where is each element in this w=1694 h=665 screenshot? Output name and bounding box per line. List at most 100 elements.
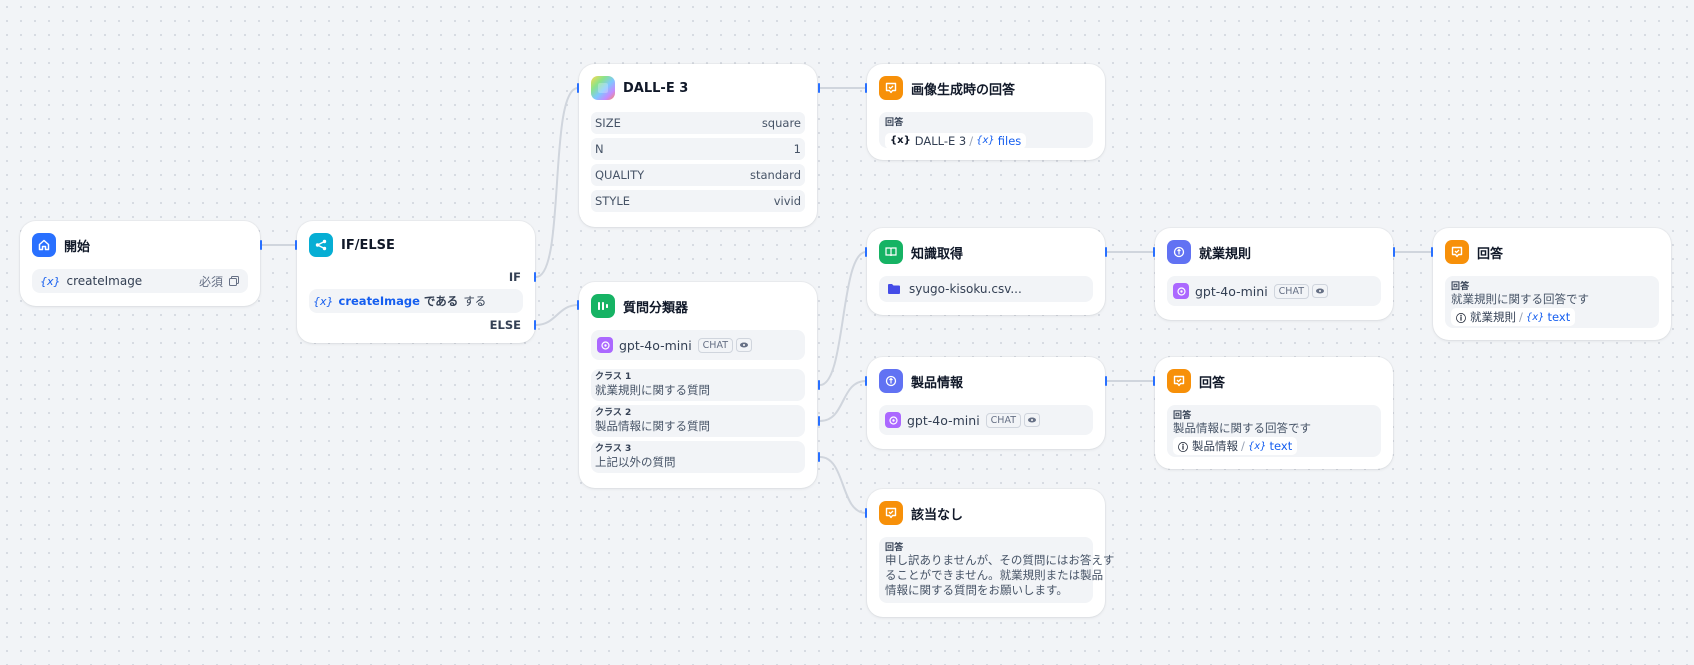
node-title: 回答	[1477, 246, 1504, 262]
dalle-icon	[591, 76, 615, 100]
class-item-1[interactable]: クラス 1 就業規則に関する質問	[591, 369, 805, 401]
variable-icon: {x}	[313, 294, 334, 308]
node-title: IF/ELSE	[341, 237, 395, 253]
else-label: ELSE	[489, 318, 521, 332]
handle-imganswer-in[interactable]	[865, 83, 867, 93]
handle-class3-out[interactable]	[818, 452, 820, 462]
answer-box: 回答 就業規則に関する回答です ⓘ 就業規則 / {x} text	[1445, 276, 1659, 328]
node-title: 開始	[64, 239, 91, 255]
condition-operator: である	[423, 294, 459, 308]
answer-text: 製品情報に関する回答です	[1173, 421, 1311, 435]
handle-knowledge-in[interactable]	[865, 247, 867, 257]
node-ifelse[interactable]: IF/ELSE IF {x} createImage である する ELSE	[297, 221, 535, 343]
model-name: gpt-4o-mini	[619, 337, 692, 353]
answer-text: 就業規則に関する回答です	[1451, 292, 1589, 306]
copy-icon	[229, 276, 239, 286]
answer-icon	[879, 76, 903, 100]
handle-class1-out[interactable]	[818, 380, 820, 390]
node-knowledge[interactable]: 知識取得 syugo-kisoku.csv...	[867, 228, 1105, 315]
variable-reference: ⓘ 製品情報 / {x} text	[1173, 437, 1298, 455]
handle-classifier-in[interactable]	[577, 300, 579, 310]
answer-text-line: ることができません。就業規則または製品	[885, 568, 1104, 582]
llm-icon: ⓘ	[1178, 442, 1188, 454]
answer-icon	[1167, 369, 1191, 393]
handle-rules-in[interactable]	[1153, 247, 1155, 257]
handle-rules-out[interactable]	[1393, 247, 1395, 257]
llm-icon: ⓘ	[1456, 313, 1466, 325]
mode-badge: CHAT	[985, 412, 1022, 428]
model-selector[interactable]: gpt-4o-mini CHAT	[879, 405, 1093, 435]
classifier-icon	[591, 294, 615, 318]
answer-icon	[879, 501, 903, 525]
handle-if-out[interactable]	[534, 272, 536, 282]
handle-dalle-in[interactable]	[577, 83, 579, 93]
variable-name: createImage	[66, 274, 143, 288]
mode-badge: CHAT	[1273, 283, 1310, 299]
node-title: 画像生成時の回答	[911, 82, 1016, 98]
node-product-answer[interactable]: 回答 回答 製品情報に関する回答です ⓘ 製品情報 / {x} text	[1155, 357, 1393, 469]
node-title: 質問分類器	[623, 300, 689, 316]
answer-label: 回答	[1451, 282, 1470, 292]
handle-rulesanswer-in[interactable]	[1431, 247, 1433, 257]
condition-row[interactable]: {x} createImage である する	[309, 289, 523, 313]
node-title: 該当なし	[911, 507, 964, 523]
openai-icon	[1173, 283, 1189, 299]
node-no-match[interactable]: 該当なし 回答 申し訳ありませんが、その質問にはお答えす ることができません。就…	[867, 489, 1115, 617]
mode-badge: CHAT	[697, 337, 734, 353]
variable-icon: {x}	[1525, 311, 1545, 323]
class-item-3[interactable]: クラス 3 上記以外の質問	[591, 441, 805, 473]
class-item-2[interactable]: クラス 2 製品情報に関する質問	[591, 405, 805, 437]
edge-else-classifier	[535, 304, 579, 326]
edge-class3-none	[819, 456, 867, 514]
handle-product-out[interactable]	[1105, 376, 1107, 386]
home-icon	[32, 233, 56, 257]
node-title: DALL-E 3	[623, 80, 689, 96]
book-icon	[879, 240, 903, 264]
node-product-llm[interactable]: 製品情報 gpt-4o-mini CHAT	[867, 357, 1105, 449]
node-title: 回答	[1199, 375, 1226, 391]
answer-label: 回答	[885, 543, 904, 553]
model-selector[interactable]: gpt-4o-mini CHAT	[1167, 276, 1381, 306]
handle-dalle-out[interactable]	[818, 83, 820, 93]
node-title: 製品情報	[911, 375, 964, 391]
answer-text-line: 申し訳ありませんが、その質問にはお答えす	[885, 553, 1115, 567]
openai-icon	[885, 412, 901, 428]
variable-icon: {x}	[1247, 440, 1267, 452]
if-label: IF	[508, 270, 521, 284]
node-rules-llm[interactable]: 就業規則 gpt-4o-mini CHAT	[1155, 228, 1393, 320]
node-start[interactable]: 開始 {x} createImage 必須	[20, 221, 260, 306]
handle-else-out[interactable]	[534, 320, 536, 330]
handle-start-out[interactable]	[260, 240, 262, 250]
node-image-answer[interactable]: 画像生成時の回答 回答 {x} DALL-E 3 / {x} files	[867, 64, 1105, 160]
folder-icon	[888, 284, 900, 294]
variable-reference: {x} DALL-E 3 / {x} files	[885, 132, 1027, 149]
eye-icon	[1024, 413, 1041, 427]
node-rules-answer[interactable]: 回答 回答 就業規則に関する回答です ⓘ 就業規則 / {x} text	[1433, 228, 1671, 340]
eye-icon	[736, 338, 753, 352]
node-classifier[interactable]: 質問分類器 gpt-4o-mini CHAT クラス 1 就業規則に関する質問 …	[579, 282, 817, 488]
handle-class2-out[interactable]	[818, 416, 820, 426]
branch-icon	[309, 233, 333, 257]
handle-product-in[interactable]	[865, 376, 867, 386]
answer-label: 回答	[1173, 411, 1192, 421]
start-variable-row[interactable]: {x} createImage 必須	[32, 269, 248, 293]
handle-knowledge-out[interactable]	[1105, 247, 1107, 257]
node-title: 就業規則	[1199, 246, 1252, 262]
handle-ifelse-in[interactable]	[295, 240, 297, 250]
model-selector[interactable]: gpt-4o-mini CHAT	[591, 330, 805, 360]
condition-variable: createImage	[338, 294, 420, 308]
answer-box: 回答 申し訳ありませんが、その質問にはお答えす ることができません。就業規則また…	[879, 537, 1115, 603]
llm-icon	[879, 369, 903, 393]
required-label: 必須	[198, 274, 223, 289]
answer-text-line: 情報に関する質問をお願いします。	[885, 583, 1068, 597]
handle-productanswer-in[interactable]	[1153, 376, 1155, 386]
dataset-item[interactable]: syugo-kisoku.csv...	[879, 276, 1093, 302]
edge-class2-product	[819, 380, 867, 422]
model-name: gpt-4o-mini	[1195, 283, 1268, 299]
handle-none-in[interactable]	[865, 508, 867, 518]
answer-label: 回答	[885, 118, 904, 128]
